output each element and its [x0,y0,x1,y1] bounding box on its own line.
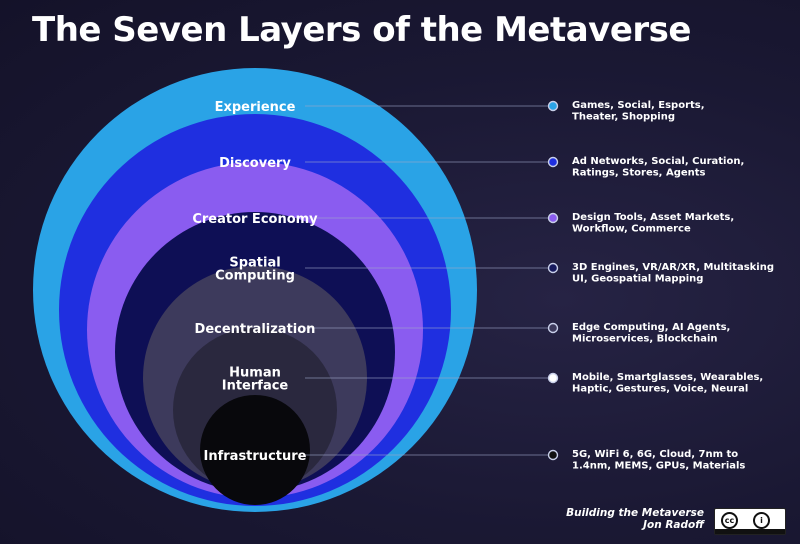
connector-dot-creator-economy [547,212,559,224]
page-title: The Seven Layers of the Metaverse [32,10,691,50]
credit-book: Building the Metaverse [566,507,704,519]
layer-description-experience-2: Theater, Shopping [572,112,675,123]
credit-author: Jon Radoff [643,519,704,531]
cc-by-license-badge: cc i BY [714,508,786,535]
layer-label-human-interface-2: Interface [222,379,289,394]
connector-dot-discovery [547,156,559,168]
layer-ring-infrastructure [200,395,310,505]
layer-label-experience: Experience [215,100,296,115]
layer-label-spatial-computing-2: Computing [215,269,295,284]
layer-description-infrastructure-2: 1.4nm, MEMS, GPUs, Materials [572,461,745,472]
layer-label-discovery: Discovery [219,156,291,171]
layer-description-creator-economy-2: Workflow, Commerce [572,224,691,235]
badge-bar [715,529,785,534]
layer-label-human-interface-1: Human [229,366,281,381]
layer-label-infrastructure: Infrastructure [204,449,307,464]
cc-icon: cc [721,512,738,529]
connector-dot-infrastructure [547,449,559,461]
layer-label-spatial-computing-1: Spatial [229,256,280,271]
layer-label-decentralization: Decentralization [195,322,316,337]
layer-description-spatial-computing-2: UI, Geospatial Mapping [572,274,703,285]
layer-description-discovery-2: Ratings, Stores, Agents [572,168,706,179]
layer-description-human-interface-2: Haptic, Gestures, Voice, Neural [572,384,748,395]
connector-dot-experience [547,100,559,112]
connector-dot-spatial-computing [547,262,559,274]
attribution-icon: i [753,512,770,529]
connector-dot-human-interface [547,372,559,384]
layer-label-creator-economy: Creator Economy [192,212,318,227]
layer-description-spatial-computing-1: 3D Engines, VR/AR/XR, Multitasking [572,262,774,273]
layer-description-human-interface-1: Mobile, Smartglasses, Wearables, [572,372,763,383]
layer-description-discovery-1: Ad Networks, Social, Curation, [572,156,744,167]
credit: Building the Metaverse Jon Radoff [566,507,704,531]
layer-description-decentralization-2: Microservices, Blockchain [572,334,718,345]
layer-description-infrastructure-1: 5G, WiFi 6, 6G, Cloud, 7nm to [572,449,738,460]
layer-description-creator-economy-1: Design Tools, Asset Markets, [572,212,734,223]
layer-description-decentralization-1: Edge Computing, AI Agents, [572,322,730,333]
layer-description-experience-1: Games, Social, Esports, [572,100,705,111]
connector-dot-decentralization [547,322,559,334]
